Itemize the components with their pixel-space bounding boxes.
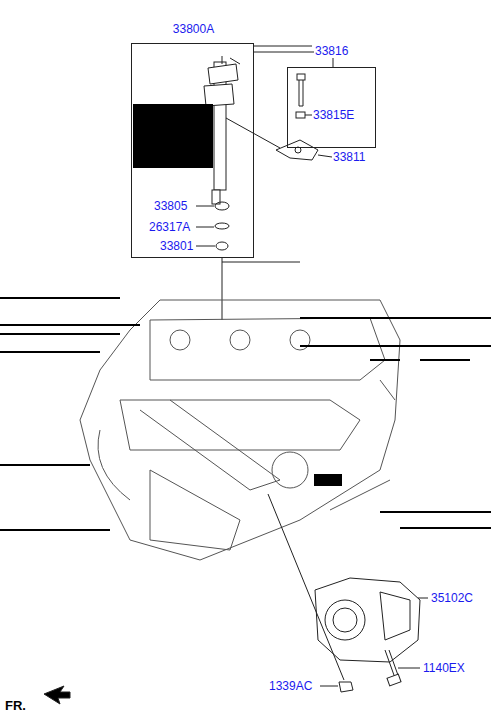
callout-number: 33801 <box>159 239 194 253</box>
callout-number: 33816 <box>314 44 349 58</box>
callout-number: 33805 <box>153 199 188 213</box>
callout-number: 33815E <box>312 108 355 122</box>
direction-mark: FR. <box>4 699 27 713</box>
callout-number: 1140EX <box>422 661 466 675</box>
callout-number: 33811 <box>332 150 366 164</box>
callout-number: 35102C <box>430 591 474 605</box>
callout-number: 26317A <box>148 220 191 234</box>
callout-number: 1339AC <box>268 679 313 693</box>
callout-number: 33800A <box>172 22 215 36</box>
